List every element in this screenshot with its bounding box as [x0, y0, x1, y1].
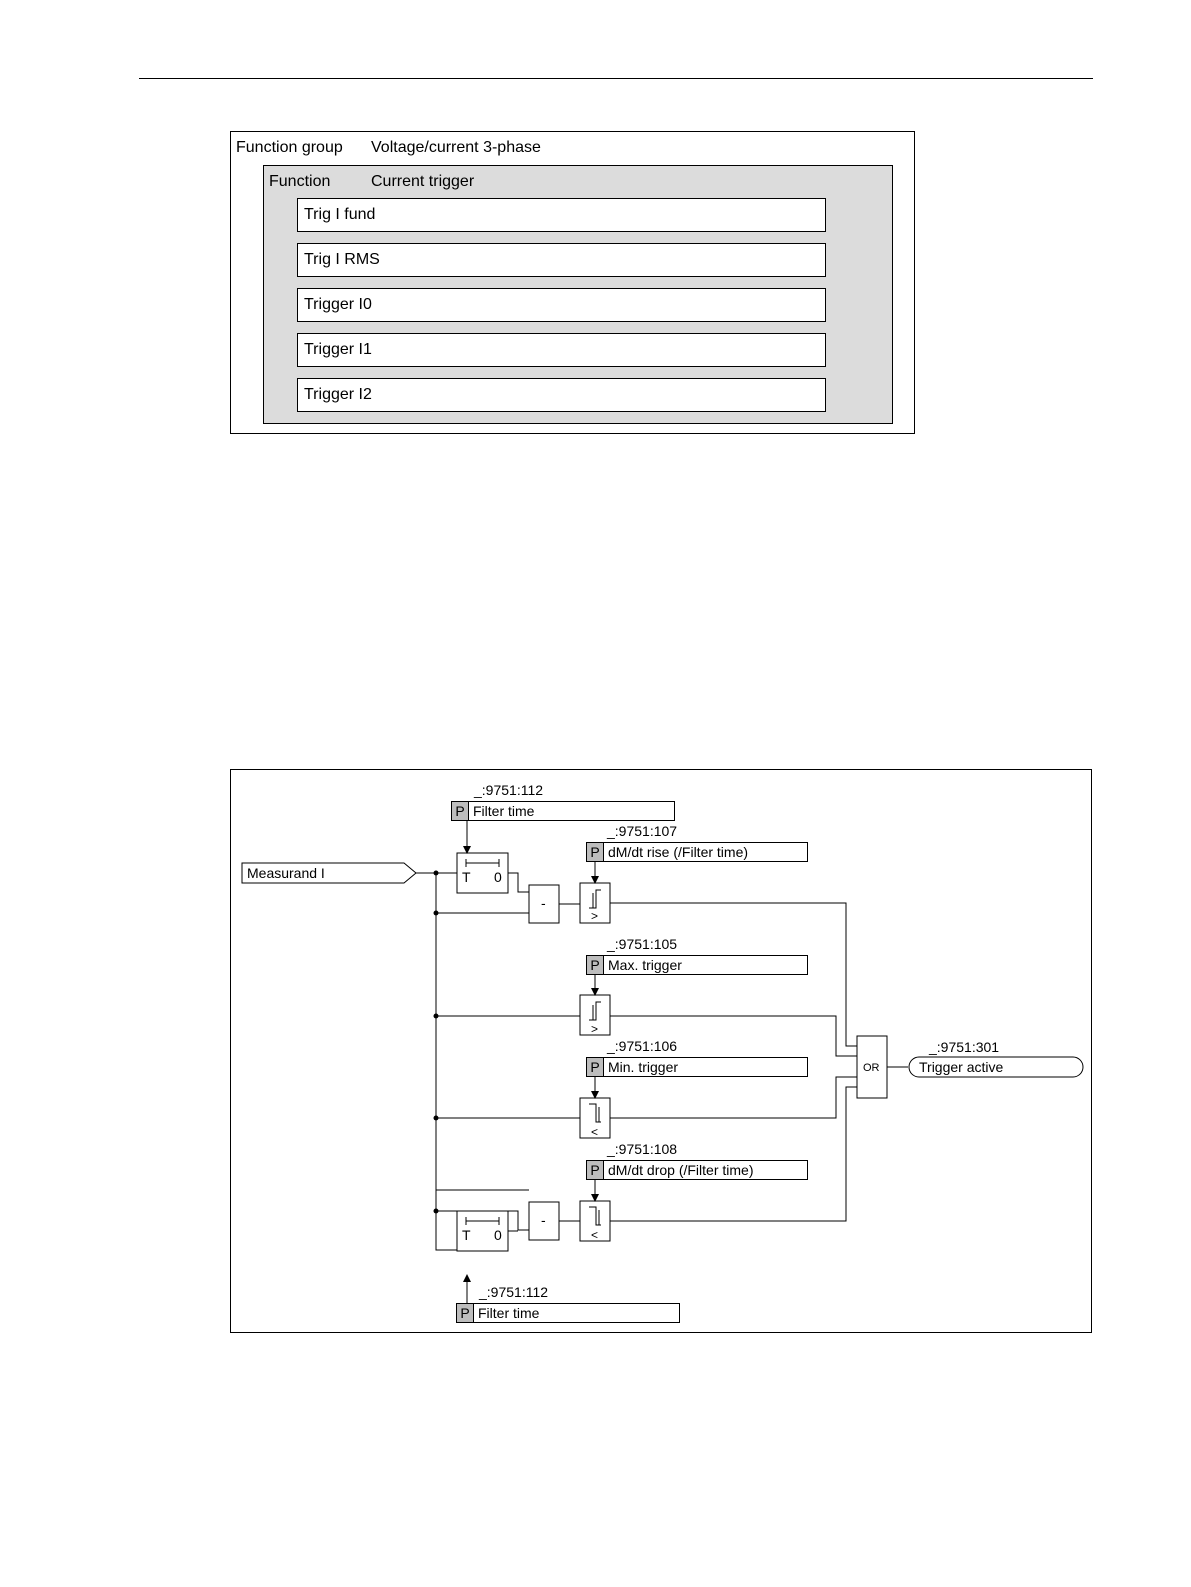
param-rise-label: dM/dt rise (/Filter time): [608, 844, 749, 860]
param-filter-lower[interactable]: P Filter time: [456, 1303, 680, 1323]
subtract-lower-label: -: [541, 1212, 546, 1228]
threshold-max-sign: >: [591, 1022, 599, 1036]
param-marker: P: [457, 1304, 474, 1322]
param-marker: P: [587, 956, 604, 974]
threshold-drop-sign: <: [591, 1228, 599, 1242]
timer-upper-bar: [465, 859, 500, 867]
param-drop-address: _:9751:108: [607, 1141, 678, 1157]
threshold-rise-sign: >: [591, 909, 599, 923]
param-max-label: Max. trigger: [608, 957, 682, 973]
param-marker: P: [587, 1058, 604, 1076]
stage-trig-i-fund[interactable]: Trig I fund: [297, 198, 826, 232]
or-gate-label: OR: [863, 1062, 880, 1074]
output-signal-label: Trigger active: [919, 1059, 1004, 1075]
function-label: Function: [269, 173, 331, 190]
stage-trig-i-rms[interactable]: Trig I RMS: [297, 243, 826, 277]
param-max-address: _:9751:105: [607, 936, 678, 952]
function-group-value: Voltage/current 3-phase: [371, 139, 541, 156]
timer-lower-bar: [465, 1217, 500, 1225]
logic-wiring: [241, 821, 1084, 1314]
stage-trigger-i0[interactable]: Trigger I0: [297, 288, 826, 322]
param-drop[interactable]: P dM/dt drop (/Filter time): [586, 1160, 808, 1180]
param-marker: P: [587, 843, 604, 861]
param-filter-upper[interactable]: P Filter time: [451, 801, 675, 821]
output-address: _:9751:301: [929, 1039, 1000, 1055]
param-drop-label: dM/dt drop (/Filter time): [608, 1162, 754, 1178]
logic-diagram: Measurand I T 0 T 0 - - > > < < OR _:975…: [230, 769, 1092, 1333]
param-min[interactable]: P Min. trigger: [586, 1057, 808, 1077]
param-rise[interactable]: P dM/dt rise (/Filter time): [586, 842, 808, 862]
param-max[interactable]: P Max. trigger: [586, 955, 808, 975]
threshold-min-sign: <: [591, 1125, 599, 1139]
header-rule: [139, 78, 1093, 79]
param-filter-lower-label: Filter time: [478, 1305, 540, 1321]
param-marker: P: [452, 802, 469, 820]
param-filter-lower-address: _:9751:112: [479, 1284, 549, 1300]
timer-upper-zero: 0: [494, 869, 502, 885]
function-value: Current trigger: [371, 173, 475, 190]
param-min-address: _:9751:106: [607, 1038, 678, 1054]
output-signal-shape: [908, 1056, 1084, 1078]
param-rise-address: _:9751:107: [607, 823, 678, 839]
input-signal-label: Measurand I: [247, 865, 325, 881]
param-filter-upper-label: Filter time: [473, 803, 535, 819]
function-group-label: Function group: [236, 139, 343, 156]
param-filter-upper-address: _:9751:112: [474, 782, 544, 798]
stage-trigger-i2[interactable]: Trigger I2: [297, 378, 826, 412]
timer-upper-t: T: [462, 869, 471, 885]
param-min-label: Min. trigger: [608, 1059, 679, 1075]
input-signal-shape: [241, 862, 417, 884]
subtract-upper-label: -: [541, 895, 546, 911]
stage-trigger-i1[interactable]: Trigger I1: [297, 333, 826, 367]
param-marker: P: [587, 1161, 604, 1179]
timer-lower-t: T: [462, 1227, 471, 1243]
timer-lower-zero: 0: [494, 1227, 502, 1243]
main-bus: [435, 873, 457, 1251]
